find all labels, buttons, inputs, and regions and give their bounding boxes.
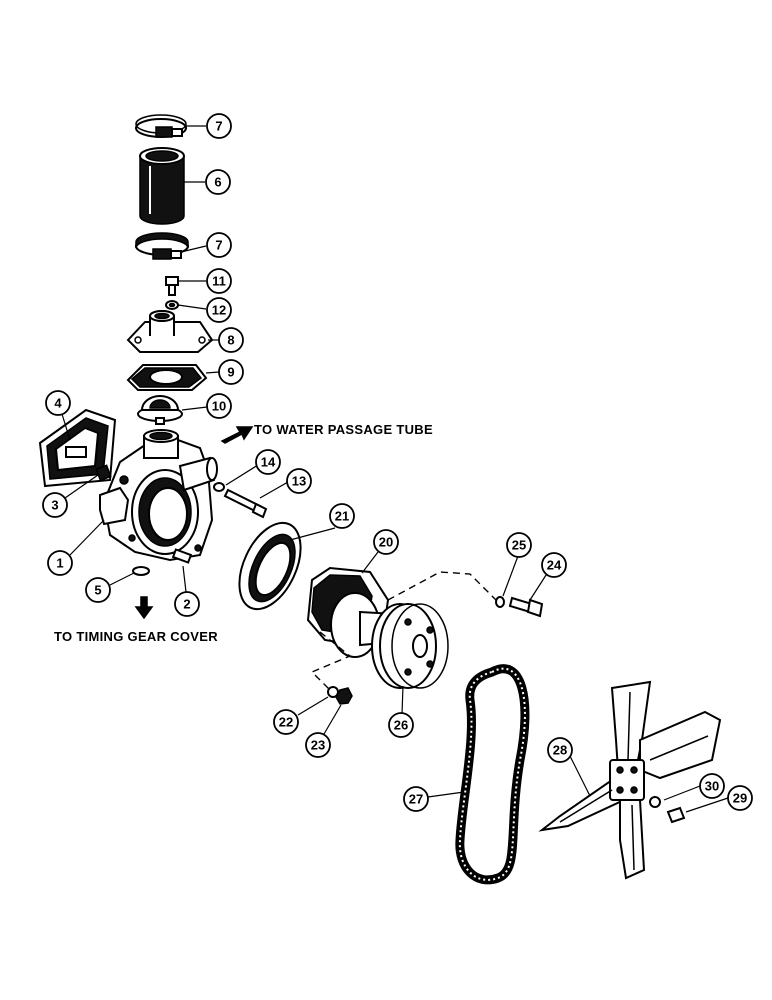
water-pump-housing — [99, 429, 218, 562]
callout-label: 2 — [183, 597, 190, 612]
callout-3: 3 — [42, 492, 68, 518]
callout-label: 10 — [212, 399, 226, 414]
callout-label: 7 — [215, 119, 222, 134]
callout-10: 10 — [206, 393, 232, 419]
washer-25 — [495, 596, 505, 608]
note-timing-gear: TO TIMING GEAR COVER — [54, 629, 218, 644]
callout-label: 26 — [394, 718, 408, 733]
dowel-pin-2 — [171, 548, 193, 564]
pump-gasket — [238, 521, 302, 611]
thermostat-housing — [126, 310, 214, 353]
thermostat — [137, 395, 183, 425]
cap-screw-13 — [223, 488, 268, 519]
callout-label: 5 — [94, 583, 101, 598]
water-pump — [306, 566, 405, 658]
callout-label: 4 — [54, 396, 62, 411]
callout-11: 11 — [206, 268, 232, 294]
callout-label: 7 — [215, 238, 222, 253]
callout-23: 23 — [305, 732, 331, 758]
callout-5: 5 — [85, 577, 111, 603]
callout-14: 14 — [255, 449, 281, 475]
callout-28: 28 — [547, 737, 573, 763]
fan-pulley — [371, 603, 449, 689]
o-ring-5 — [132, 566, 150, 576]
cap-screw-24 — [508, 596, 544, 618]
callout-label: 9 — [227, 365, 234, 380]
callout-30: 30 — [699, 773, 725, 799]
callout-26: 26 — [388, 712, 414, 738]
timing-gear-arrow — [134, 596, 154, 620]
callout-label: 25 — [512, 538, 526, 553]
callout-label: 11 — [212, 274, 226, 289]
callout-7a: 7 — [206, 113, 232, 139]
alignment-lines — [310, 571, 499, 691]
callout-7b: 7 — [206, 232, 232, 258]
coolant-hose — [139, 147, 185, 225]
callout-6: 6 — [205, 169, 231, 195]
callout-20: 20 — [373, 529, 399, 555]
callout-label: 24 — [547, 558, 562, 573]
callout-4: 4 — [45, 390, 71, 416]
callout-2: 2 — [174, 591, 200, 617]
callout-label: 13 — [292, 474, 306, 489]
callout-label: 28 — [553, 743, 567, 758]
callout-label: 22 — [279, 715, 293, 730]
callout-22: 22 — [273, 709, 299, 735]
callout-29: 29 — [727, 785, 753, 811]
callout-12: 12 — [206, 297, 232, 323]
callout-24: 24 — [541, 552, 567, 578]
nut-23 — [335, 687, 353, 705]
callout-label: 21 — [335, 509, 349, 524]
callout-27: 27 — [403, 786, 429, 812]
note-water-passage: TO WATER PASSAGE TUBE — [254, 422, 433, 437]
callout-label: 29 — [733, 791, 747, 806]
hose-clamp-bottom — [135, 232, 189, 260]
thermostat-gasket — [126, 364, 208, 391]
water-passage-arrow — [220, 426, 254, 444]
washer-14 — [213, 482, 225, 492]
callout-1: 1 — [47, 550, 73, 576]
callout-9: 9 — [218, 359, 244, 385]
fan-belt — [455, 664, 530, 885]
callout-label: 30 — [705, 779, 719, 794]
callout-label: 1 — [56, 556, 63, 571]
callout-25: 25 — [506, 532, 532, 558]
callout-label: 23 — [311, 738, 325, 753]
callout-8: 8 — [218, 327, 244, 353]
cap-screw-29 — [666, 806, 686, 824]
callout-label: 8 — [227, 333, 234, 348]
callout-13: 13 — [286, 468, 312, 494]
pipe-plug-3 — [95, 464, 112, 482]
callout-21: 21 — [329, 503, 355, 529]
callout-label: 27 — [409, 792, 423, 807]
leader-lines — [61, 125, 729, 813]
callout-label: 14 — [261, 455, 276, 470]
lock-washer-12 — [165, 300, 179, 310]
hose-clamp-top — [135, 114, 187, 138]
cap-screw-11 — [165, 276, 179, 296]
cover-gasket — [38, 408, 117, 488]
lock-washer-30 — [649, 796, 661, 808]
callout-label: 6 — [214, 175, 221, 190]
callout-label: 3 — [51, 498, 58, 513]
cooling-fan — [538, 680, 722, 880]
callout-label: 20 — [379, 535, 393, 550]
callout-label: 12 — [212, 303, 226, 318]
